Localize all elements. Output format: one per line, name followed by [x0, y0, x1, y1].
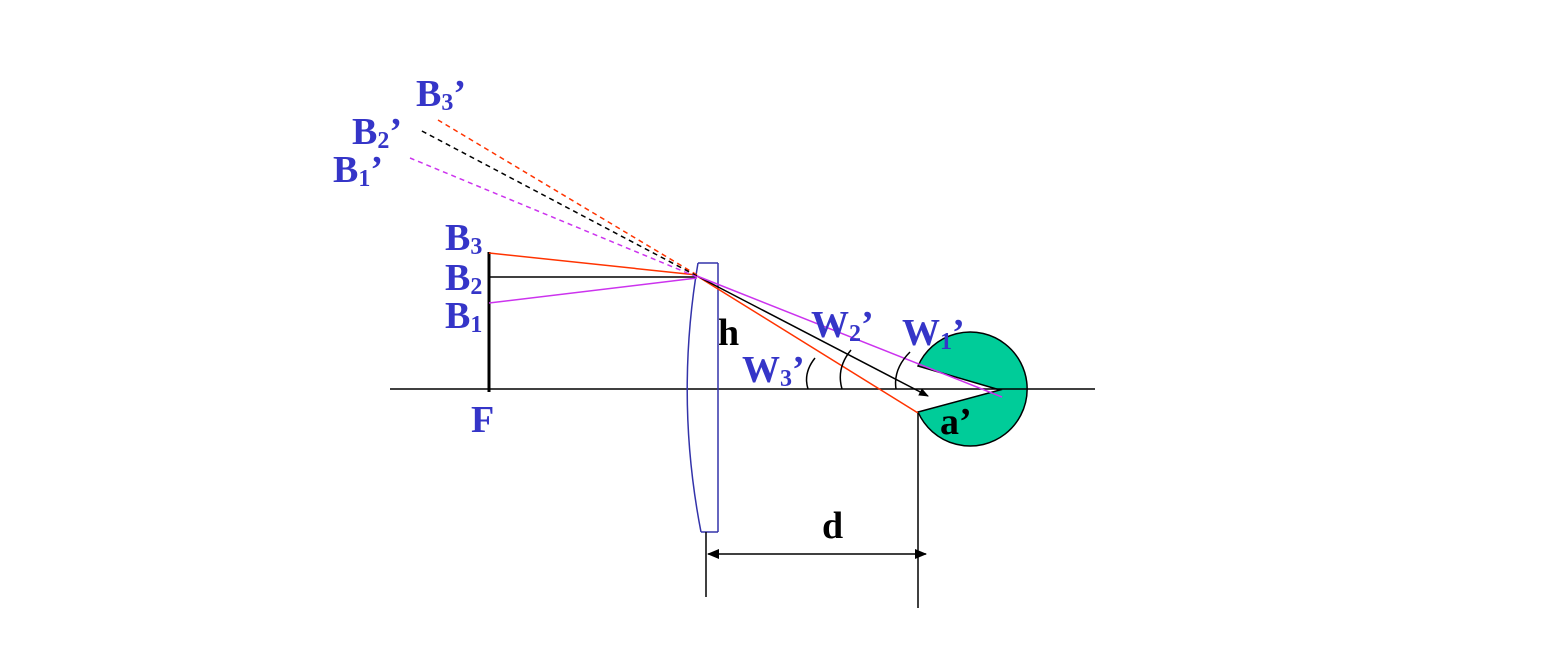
angle-arc-w1 — [894, 351, 911, 390]
label-w1-prime: W1’ — [902, 312, 965, 355]
label-a-prime: a’ — [940, 401, 972, 443]
label-d: d — [822, 505, 843, 547]
label-f: F — [471, 399, 494, 441]
label-b3: B3 — [445, 217, 482, 260]
label-w3-prime: W3’ — [742, 349, 805, 392]
ray-b3-refracted — [696, 275, 919, 414]
label-b2: B2 — [445, 257, 482, 300]
label-h: h — [718, 312, 739, 354]
ray-b1-refracted — [696, 275, 1003, 398]
label-w2-prime: W2’ — [811, 304, 874, 347]
lens — [686, 262, 719, 533]
label-b3-prime: B3’ — [416, 73, 466, 116]
label-b1-prime: B1’ — [333, 149, 383, 192]
ray-b3-incident — [488, 252, 698, 276]
label-b1: B1 — [445, 295, 482, 338]
label-b2-prime: B2’ — [352, 111, 402, 154]
angle-arc-w3 — [805, 357, 816, 390]
virtual-ray-b1 — [409, 157, 698, 278]
ray-b1-incident — [488, 277, 698, 304]
virtual-ray-b2 — [419, 129, 698, 277]
angle-arc-w2 — [839, 349, 852, 390]
ray-b2-refracted — [696, 275, 929, 397]
